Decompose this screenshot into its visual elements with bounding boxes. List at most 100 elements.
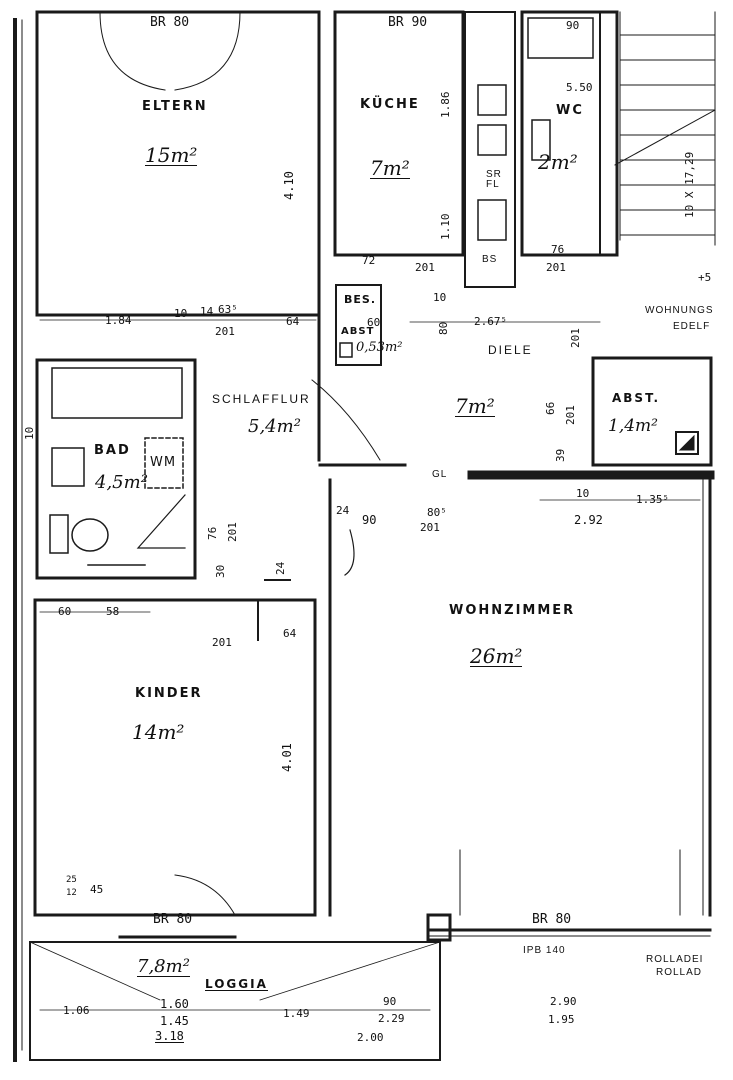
- room-name-wohnzimmer: WOHNZIMMER: [449, 603, 576, 618]
- side-label-rollade2: ROLLAD: [656, 967, 703, 978]
- room-name-abst1: ABST: [341, 326, 375, 337]
- room-name-loggia: LOGGIA: [205, 977, 268, 991]
- bathtub: [51, 367, 183, 419]
- dim-149: 1.49: [283, 1007, 310, 1020]
- bad-wm-label: WM: [150, 455, 177, 470]
- dim-229: 2.29: [378, 1012, 405, 1025]
- door-90-wc: 90: [566, 19, 580, 32]
- dim-267: 2.67⁵: [474, 315, 508, 328]
- door-201-kueche: 201: [415, 261, 435, 274]
- room-name-schlafflur: SCHLAFFLUR: [212, 392, 311, 406]
- room-area-loggia: 7,8m²: [137, 956, 190, 977]
- room-area-wohnzimmer: 26m²: [470, 644, 523, 668]
- dim-45: 45: [90, 883, 104, 896]
- door-201-abst: 201: [564, 405, 577, 425]
- label-gl: GL: [432, 469, 448, 480]
- dim-64b: 64: [283, 627, 297, 640]
- label-sr-fl: SR FL: [486, 169, 502, 190]
- room-area-bad: 4,5m²: [95, 472, 148, 493]
- room-area-diele: 7m²: [455, 394, 495, 418]
- door-br80-eltern: BR 80: [150, 15, 190, 30]
- dim-145: 1.45: [160, 1014, 189, 1028]
- room-name-bes: BES.: [344, 293, 376, 306]
- dim-290: 2.90: [550, 995, 577, 1008]
- door-201-kinder: 201: [212, 636, 232, 649]
- door-201-diele: 201: [569, 328, 582, 348]
- room-name-kueche: KÜCHE: [360, 97, 420, 112]
- stairs-label: 10 X 17,29: [683, 151, 696, 218]
- dim-110: 1.10: [439, 213, 452, 241]
- dim-90: 90: [362, 513, 377, 527]
- dim-10a: 10: [174, 307, 188, 320]
- stairwell: [614, 11, 716, 246]
- wall-abst2: [591, 356, 713, 467]
- room-name-wc: WC: [556, 103, 584, 118]
- door-arc-kinder: [174, 874, 236, 916]
- room-area-kinder: 14m²: [132, 720, 185, 744]
- door-201-bad: 201: [226, 522, 239, 542]
- wall-bes: [335, 284, 382, 366]
- door-arc-eltern: [99, 11, 166, 91]
- dim-10c: 10: [576, 487, 590, 500]
- dim-12: 12: [66, 888, 77, 898]
- dim-64a: 64: [286, 315, 300, 328]
- door-201-eltern: 201: [215, 325, 235, 338]
- dim-76b: 76: [206, 526, 219, 540]
- side-label-rollade1: ROLLADEI: [646, 954, 704, 965]
- room-area-wc: 2m²: [538, 150, 578, 174]
- door-201-wohn: 201: [420, 521, 440, 534]
- dim-184: 1.84: [105, 314, 132, 327]
- dim-14: 14: [200, 305, 214, 318]
- room-name-eltern: ELTERN: [142, 99, 208, 114]
- dim-195: 1.95: [548, 1013, 575, 1026]
- dim-60a: 60: [367, 316, 381, 329]
- dim-90b: 90: [383, 995, 397, 1008]
- room-name-kinder: KINDER: [135, 686, 203, 701]
- door-br90-kueche: BR 90: [388, 15, 428, 30]
- door-br80-wohn: BR 80: [532, 912, 572, 927]
- dim-805: 80⁵: [427, 506, 447, 519]
- side-label-wohnungs: WOHNUNGS: [645, 305, 714, 316]
- dim-58: 58: [106, 605, 120, 618]
- room-area-schlafflur: 5,4m²: [248, 416, 301, 437]
- dim-60b: 60: [58, 605, 72, 618]
- room-area-abst1: 0,53m²: [356, 340, 403, 355]
- dim-106: 1.06: [63, 1004, 90, 1017]
- wall-kinder: [33, 598, 317, 917]
- room-area-eltern: 15m²: [145, 143, 198, 167]
- side-label-edelf: EDELF: [673, 321, 711, 332]
- side-label-plus5: +5: [698, 271, 712, 284]
- dim-635: 63⁵: [218, 303, 238, 316]
- wall-kueche: [333, 10, 465, 257]
- dim-186: 1.86: [439, 91, 452, 119]
- dim-76a: 76: [551, 243, 565, 256]
- room-area-kueche: 7m²: [370, 156, 410, 180]
- washing-machine: [144, 437, 184, 489]
- dim-10d: 10: [23, 426, 36, 440]
- dim-25: 25: [66, 875, 77, 885]
- dim-80: 80: [437, 321, 450, 335]
- wall-bad: [35, 358, 197, 580]
- toilet: [49, 514, 69, 554]
- dim-550: 5.50: [566, 81, 593, 94]
- dim-39: 39: [554, 448, 567, 462]
- dim-318: 3.18: [155, 1029, 184, 1043]
- room-name-diele: DIELE: [488, 343, 533, 357]
- dim-292: 2.92: [574, 513, 603, 527]
- dim-401: 4.01: [280, 743, 294, 772]
- dim-410: 4.10: [282, 171, 296, 200]
- dim-30: 30: [214, 564, 227, 578]
- ipb-140-label: IPB 140: [523, 945, 566, 956]
- wall-wc: [520, 10, 619, 257]
- room-name-bad: BAD: [94, 443, 131, 458]
- kitchen-counter: [464, 11, 516, 288]
- label-bs: BS: [482, 254, 498, 265]
- door-201-wc: 201: [546, 261, 566, 274]
- wall-eltern: [35, 10, 321, 317]
- dim-200: 2.00: [357, 1031, 384, 1044]
- dim-135: 1.35⁵: [636, 493, 670, 506]
- door-br80-kinder: BR 80: [153, 912, 193, 927]
- room-name-abst2: ABST.: [612, 391, 660, 405]
- dim-160: 1.60: [160, 997, 189, 1011]
